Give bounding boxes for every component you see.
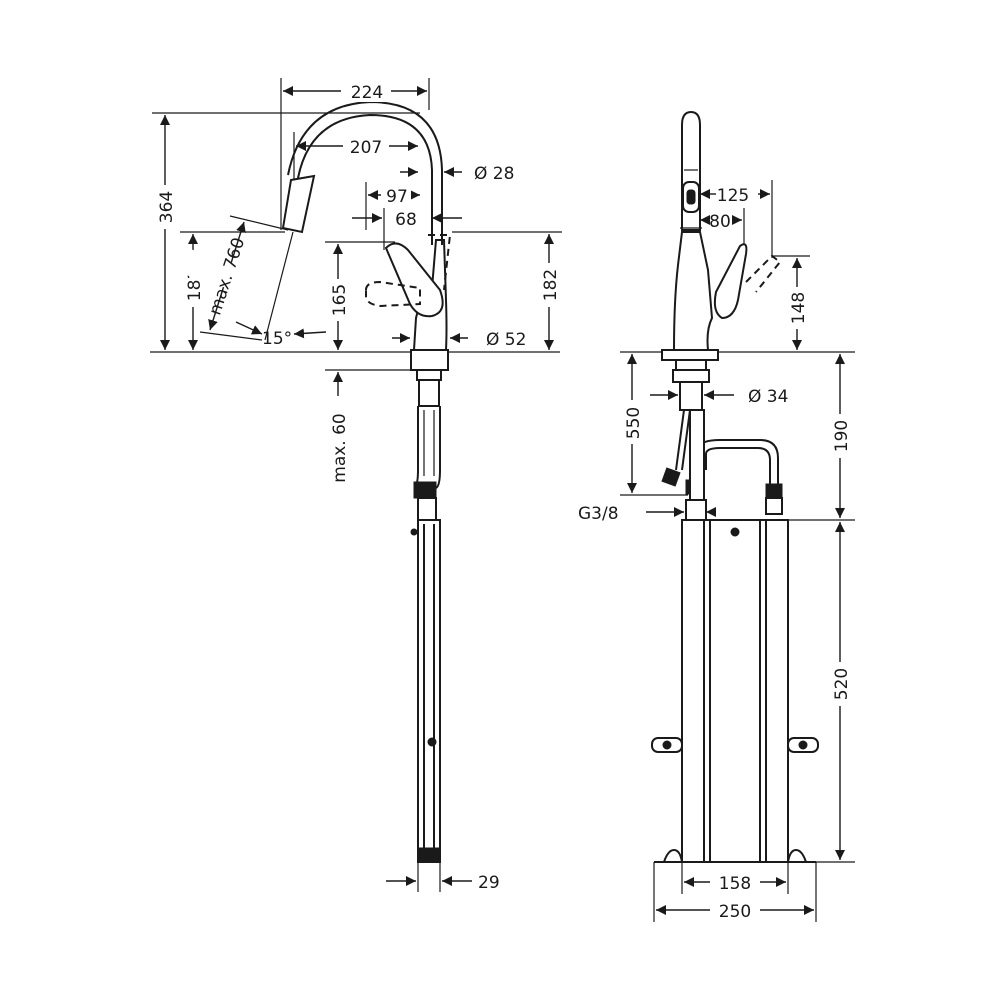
center-fitting [685,499,707,521]
weight-bottom [417,847,441,863]
weight-box [681,519,789,863]
label-bg [710,871,760,893]
foot-left [662,848,684,863]
spray-head [281,174,316,234]
dim-label-165: 165 [330,284,350,316]
dim-label-g38: G3/8 [578,504,619,524]
handle-alt-position [365,280,421,308]
label-bg [786,287,808,329]
supply-left-end [661,467,681,487]
shank-front [679,381,703,411]
weight-clip [427,737,437,747]
foot-right [786,848,808,863]
hose-coupling-front [765,483,783,499]
base-front [661,349,719,361]
label-bg [343,135,389,157]
hose-left [413,406,419,489]
angle-arrow-b [293,328,327,339]
hose-coupling [413,481,437,499]
front-view: 125 80 148 Ø 34 550 190 G3/8 520 [578,110,855,922]
lever-alt-front [745,254,782,293]
dim-label-68: 68 [395,210,417,230]
dim-label-80: 80 [709,212,731,232]
base-escutcheon [410,349,449,371]
dim-label-d52: Ø 52 [486,330,526,350]
mount-nut [416,369,442,381]
dim-label-148: 148 [789,292,809,324]
box-hole [730,527,740,537]
dim-label-15: 15° [262,329,292,349]
label-bg [829,414,851,458]
dim-label-max60: max. 60 [330,413,350,482]
supply-left [675,409,685,471]
ext-line [229,215,289,231]
weight-clip-2 [410,528,418,536]
angle-arrow-a [235,321,263,335]
dim-label-190: 190 [832,420,852,452]
weight-bar [417,519,441,863]
dim-label-207: 207 [350,138,382,158]
hose-fitting-front [765,497,783,515]
supply-left-2 [681,409,691,471]
hose-loop-inner [705,447,771,488]
bracket-left-hole [662,740,672,750]
label-bg [538,263,560,307]
dim-label-182: 182 [541,269,561,301]
handle [384,242,444,318]
side-view: 224 207 Ø 28 97 68 364 183 max [150,78,562,893]
dim-label-125: 125 [717,186,749,206]
dim-label-d28: Ø 28 [474,164,514,184]
dim-label-29: 29 [478,873,500,893]
lever-front [713,243,748,320]
label-bg [154,185,176,229]
label-bg [181,248,269,300]
dim-label-97: 97 [386,187,408,207]
dim-label-520: 520 [832,668,852,700]
dim-label-364: 364 [157,191,177,223]
bracket-right-hole [798,740,808,750]
label-bg [341,80,391,102]
label-bg [829,662,851,706]
dim-label-250: 250 [719,902,751,922]
dim-label-550: 550 [624,407,644,439]
spout-outer-2 [287,100,443,245]
label-bg [621,400,643,444]
spray-button-inner [686,189,696,205]
label-bg [381,184,411,206]
dim-label-d34: Ø 34 [748,387,788,407]
label-bg [710,899,760,921]
angle-line [264,231,294,341]
spout-outer [289,113,433,245]
shank [418,379,440,407]
dim-label-158: 158 [719,874,751,894]
nut-front-2 [672,369,710,383]
nut-front [675,359,707,371]
hose-right [435,406,441,489]
angle-line-2 [199,331,263,341]
label-bg [327,279,349,321]
dim-label-224: 224 [351,83,383,103]
hose-fitting [417,497,437,521]
body-front [672,231,714,351]
hose-inner [423,410,435,476]
